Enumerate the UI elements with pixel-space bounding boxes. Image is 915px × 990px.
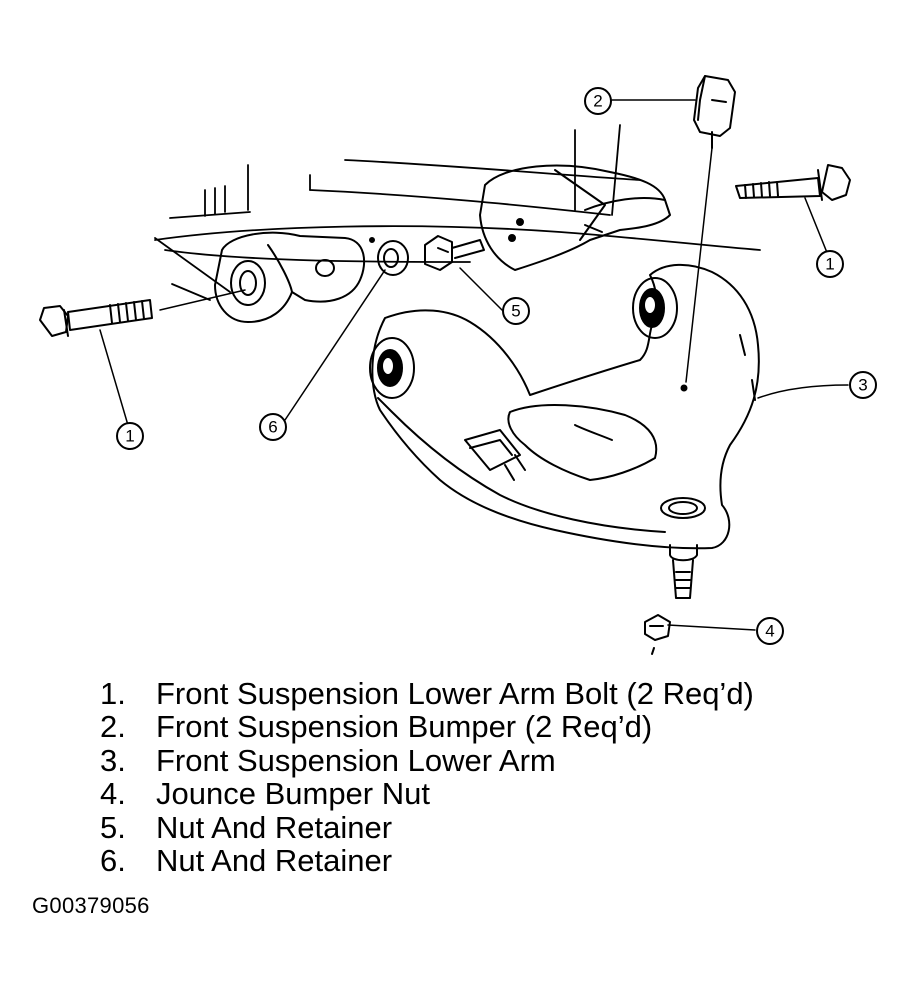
figure-id: G00379056	[32, 893, 150, 918]
ball-joint	[660, 497, 706, 599]
legend-text: Front Suspension Lower Arm Bolt (2 Req’d…	[156, 676, 754, 711]
legend-text: Jounce Bumper Nut	[156, 776, 430, 812]
legend-item: 3. Front Suspension Lower Arm	[100, 742, 754, 778]
callout-1-right: 1	[816, 250, 844, 278]
front-mount-bracket	[214, 231, 366, 323]
nut-and-retainer-6	[369, 237, 409, 276]
frame-rails	[154, 124, 761, 301]
legend-number: 6.	[100, 843, 126, 879]
jounce-bumper-nut	[644, 614, 671, 655]
callout-6: 6	[259, 413, 287, 441]
legend-item: 5. Nut And Retainer	[100, 809, 754, 845]
legend-item: 4. Jounce Bumper Nut	[100, 776, 754, 812]
legend-item: 1. Front Suspension Lower Arm Bolt (2 Re…	[100, 676, 754, 711]
legend-text: Front Suspension Bumper (2 Req’d)	[156, 709, 653, 745]
legend-text: Nut And Retainer	[156, 809, 393, 845]
leader-lines	[99, 99, 849, 631]
svg-text:6: 6	[268, 418, 277, 437]
legend-number: 1.	[100, 676, 126, 711]
callout-5: 5	[502, 297, 530, 325]
legend-item: 2. Front Suspension Bumper (2 Req’d)	[100, 709, 754, 745]
legend-number: 5.	[100, 809, 126, 845]
svg-text:2: 2	[593, 92, 602, 111]
legend-number: 3.	[100, 742, 126, 778]
legend-number: 4.	[100, 776, 126, 812]
legend-item: 6. Nut And Retainer	[100, 843, 754, 879]
callout-2: 2	[584, 87, 612, 115]
suspension-illustration: 1 1 2 3 4 5 6	[39, 75, 877, 655]
right-bolt	[735, 164, 851, 201]
legend-text: Nut And Retainer	[156, 843, 393, 879]
left-bolt	[39, 299, 153, 337]
callout-3: 3	[849, 371, 877, 399]
front-bushing	[369, 337, 415, 399]
rear-mount-bracket	[479, 164, 671, 271]
rear-bushing	[632, 277, 678, 339]
suspension-bumper	[693, 75, 736, 149]
callout-4: 4	[756, 617, 784, 645]
svg-text:5: 5	[511, 302, 520, 321]
parts-legend: 1. Front Suspension Lower Arm Bolt (2 Re…	[100, 676, 754, 879]
svg-text:3: 3	[858, 376, 867, 395]
svg-text:1: 1	[825, 255, 834, 274]
svg-text:4: 4	[765, 622, 774, 641]
callout-1-left: 1	[116, 422, 144, 450]
nut-and-retainer-5	[424, 235, 485, 271]
legend-text: Front Suspension Lower Arm	[156, 742, 556, 778]
svg-text:1: 1	[125, 427, 134, 446]
lower-control-arm	[371, 263, 760, 550]
legend-number: 2.	[100, 709, 126, 745]
